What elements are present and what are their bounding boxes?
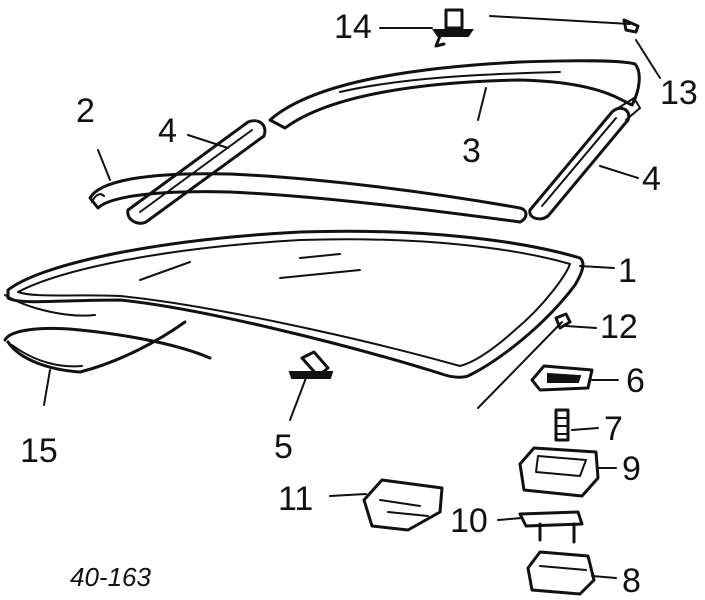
callout-9: 9 bbox=[622, 450, 641, 488]
callout-12: 12 bbox=[600, 308, 638, 346]
lower-molding-part bbox=[88, 172, 528, 224]
callout-8: 8 bbox=[622, 562, 641, 600]
callout-10: 10 bbox=[450, 502, 488, 540]
cap-part bbox=[526, 550, 596, 596]
rod-part bbox=[477, 312, 572, 409]
callout-5: 5 bbox=[274, 428, 293, 466]
upper-molding-part bbox=[268, 59, 641, 130]
clip-wire-part bbox=[489, 15, 640, 34]
bracket-part bbox=[530, 364, 594, 392]
callout-2: 2 bbox=[76, 92, 95, 130]
callout-4-left: 4 bbox=[158, 112, 177, 150]
right-side-molding-part bbox=[528, 97, 641, 221]
callout-6: 6 bbox=[626, 362, 645, 400]
callout-11: 11 bbox=[278, 480, 313, 518]
callout-3: 3 bbox=[462, 132, 481, 170]
hinge-bracket-part bbox=[362, 478, 444, 532]
callout-13: 13 bbox=[660, 74, 698, 112]
seal-strip-part bbox=[3, 320, 212, 374]
callout-labels: 1 2 3 4 4 5 6 7 8 9 10 11 12 13 14 15 bbox=[20, 8, 698, 600]
callout-1: 1 bbox=[618, 252, 637, 290]
callout-15: 15 bbox=[20, 432, 58, 470]
leader-lines bbox=[43, 27, 661, 579]
callout-14: 14 bbox=[334, 8, 372, 46]
screw-part bbox=[554, 408, 570, 442]
figure-id: 40-163 bbox=[70, 562, 151, 592]
windshield-glass-part bbox=[4, 229, 585, 379]
small-bracket-part bbox=[518, 510, 584, 544]
retainer-clip-part bbox=[288, 350, 334, 379]
callout-4-right: 4 bbox=[642, 160, 661, 198]
clip-part bbox=[432, 8, 474, 48]
left-side-molding-part bbox=[126, 119, 267, 225]
callout-7: 7 bbox=[604, 410, 623, 448]
housing-part bbox=[518, 446, 600, 498]
